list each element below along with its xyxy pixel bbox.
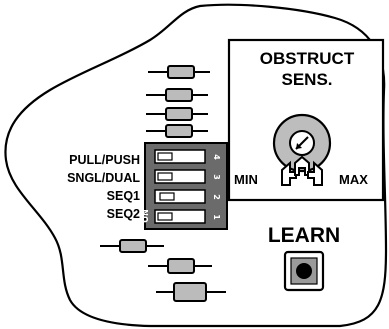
dip-number-3: 3 [212,174,221,180]
dip-number-1: 1 [212,214,221,220]
switch-label-seq1: SEQ1 [107,189,140,203]
dip-switch-1[interactable] [154,209,206,224]
dip-on-label: ON [141,209,150,223]
dip-switch-3[interactable] [154,169,206,184]
dip-switch-4[interactable] [154,149,206,164]
resistor-icon [146,88,208,102]
resistor-icon [148,258,212,274]
sensor-title-line1: OBSTRUCT [260,49,355,68]
obstruct-sensitivity-panel: OBSTRUCT SENS. MIN MAX [227,38,385,202]
resistor-icon [146,124,208,138]
resistor-icon [148,65,210,79]
dip-number-4: 4 [212,154,221,160]
dip-switch-2[interactable] [154,189,206,204]
dip-switch: 4 3 2 1 ON [141,142,228,230]
resistor-icon [146,107,208,121]
switch-label-seq2: SEQ2 [107,207,140,221]
switch-label-sngl-dual: SNGL/DUAL [67,171,140,185]
resistor-icon [156,282,226,302]
sensor-title-line2: SENS. [281,70,332,89]
push-button-icon[interactable] [283,250,325,292]
switch-label-pull-push: PULL/PUSH [69,153,140,167]
learn-label: LEARN [268,224,340,247]
min-label: MIN [234,172,258,187]
resistor-icon [100,239,164,253]
max-label: MAX [339,172,368,187]
potentiometer-icon[interactable] [272,113,332,186]
dip-number-2: 2 [212,194,221,200]
